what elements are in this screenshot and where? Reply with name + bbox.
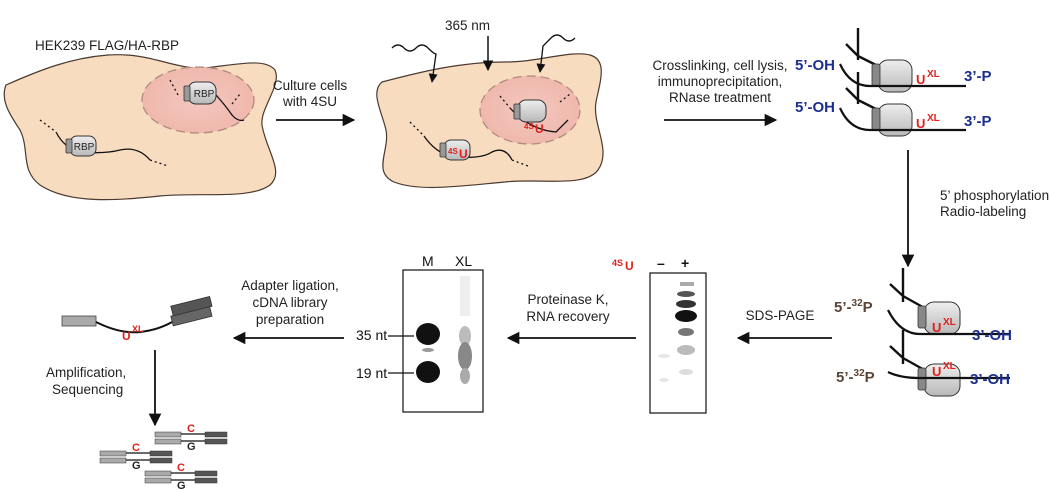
gel-crosslinked-lane [458,276,472,384]
marker-lane-label: M [422,253,434,269]
sds-page-gel [649,272,707,414]
gel-bands-plus-lane [675,282,697,375]
xl-superscript: XL [927,113,940,124]
step-label: Radio-labeling [940,204,1026,219]
uridine-label: U [459,147,468,161]
xl-superscript: XL [943,317,956,328]
rbp-rna-complex-top [838,28,966,93]
radiolabeled-complex-bottom [887,330,1010,397]
crosslinked-uridine: U [916,72,925,87]
five-prime-32p: 5’-32P [836,368,875,386]
five-prime-32p: 5’-32P [834,298,873,316]
crosslinked-uridine: U [916,116,925,131]
cell-1: RBP RBP [3,54,277,201]
seq-base-c: C [132,442,140,454]
three-prime-p: 3’-P [964,113,992,130]
three-prime-oh: 3’-OH [970,371,1010,388]
xl-lane-label: XL [455,253,472,269]
ligated-rna-fragment [61,295,213,334]
gel-bands-minus-lane [658,354,670,382]
step-label: 5’ phosphorylation, [940,188,1050,203]
xl-superscript: XL [927,69,940,80]
4su-superscript: 4S [448,147,458,156]
step-label: Culture cells [273,78,348,93]
seq-base-g: G [132,460,141,472]
step-label: Amplification, [46,365,126,380]
rna-gel [402,269,484,413]
three-prime-p: 3’-P [964,68,992,85]
marker-19nt: 19 nt [356,365,387,381]
step-label: Crosslinking, cell lysis, [652,58,787,73]
step-label: Proteinase K, [527,292,608,307]
seq-base-g: G [187,441,196,453]
lane-plus-label: + [681,255,689,271]
seq-base-g: G [177,480,186,490]
xl-superscript: XL [132,324,144,334]
radiolabeled-complex-top [887,268,1010,336]
4su-superscript: 4S [612,258,623,268]
step-label: with 4SU [282,94,337,109]
crosslinked-uridine: U [122,329,131,343]
seq-base-c: C [177,462,185,474]
three-prime-oh: 3’-OH [972,327,1012,344]
rbp-protein-crosslinked [517,99,547,123]
rbp-rna-complex-bottom [838,72,966,137]
uv-light-arrows [391,34,576,83]
step-label: Sequencing [52,382,123,397]
lane-minus-label: – [657,255,665,271]
step-label: RNA recovery [526,309,610,324]
crosslinked-uridine: U [932,320,941,335]
step-label: immunoprecipitation, [658,74,783,89]
five-prime-oh: 5’-OH [795,57,835,74]
4su-lane-label: U [625,259,634,273]
step-label: cDNA library [252,295,327,310]
step-label: RNase treatment [669,90,771,105]
cdna-sequencing-reads [99,431,228,484]
seq-base-c: C [187,423,195,435]
crosslinked-uridine: U [932,364,941,379]
step-label: SDS-PAGE [746,308,815,323]
marker-35nt: 35 nt [356,327,387,343]
xl-superscript: XL [943,361,956,372]
step-label: Adapter ligation, [241,278,339,293]
uridine-label: U [535,122,544,136]
rbp-label: RBP [74,142,95,153]
uv-wavelength: 365 nm [445,18,490,33]
step-label: preparation [256,312,324,327]
rbp-label: RBP [194,89,215,100]
gel-marker-lane [416,323,440,383]
cell-line-title: HEK239 FLAG/HA-RBP [35,38,179,53]
cell-2: 4S U 4S U [376,53,604,189]
4su-superscript: 4S [524,122,534,131]
five-prime-oh: 5’-OH [795,99,835,116]
